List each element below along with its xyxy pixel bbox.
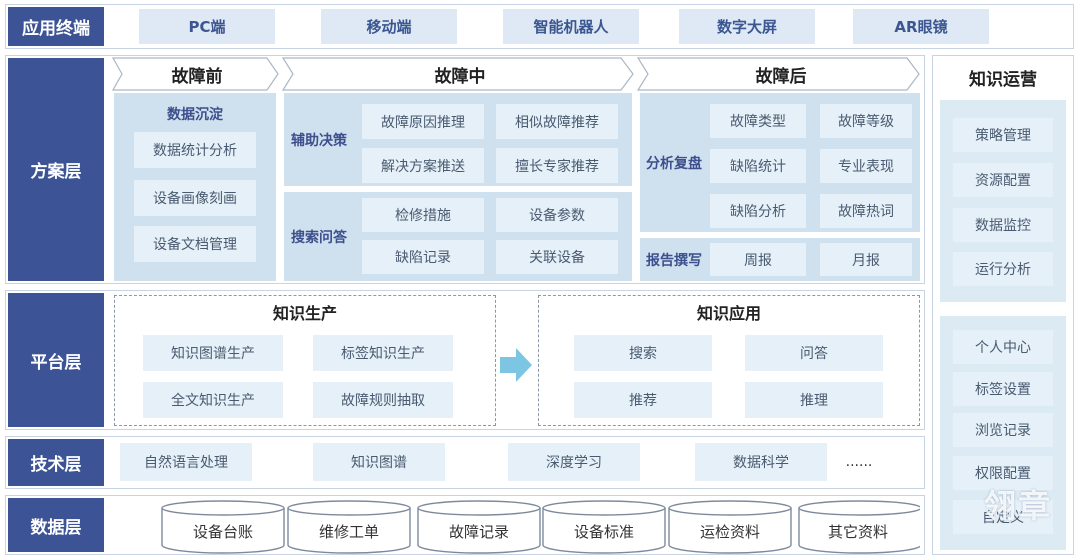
before-section-label: 数据沉淀 xyxy=(167,107,223,123)
production-item: 全文知识生产 xyxy=(143,382,283,418)
layer-label-data: 数据层 xyxy=(8,498,104,552)
operations-item: 自定义 xyxy=(953,500,1053,534)
phase-title-before: 故障前 xyxy=(171,66,223,87)
decision-item: 解决方案推送 xyxy=(362,148,484,183)
knowledge-production-title: 知识生产 xyxy=(272,304,337,323)
terminal-ar-glasses: AR眼镜 xyxy=(853,9,989,44)
application-item: 推荐 xyxy=(574,382,712,418)
operations-item: 运行分析 xyxy=(953,252,1053,286)
application-item: 问答 xyxy=(745,335,883,371)
production-item: 知识图谱生产 xyxy=(143,335,283,371)
layer-label-tech: 技术层 xyxy=(8,439,104,486)
knowledge-application-title: 知识应用 xyxy=(696,304,761,323)
operations-item: 策略管理 xyxy=(953,118,1053,152)
review-item: 故障等级 xyxy=(820,104,912,138)
operations-title: 知识运营 xyxy=(969,69,1037,90)
phase-arrow-before xyxy=(112,57,279,91)
data-item: 运检资料 xyxy=(699,522,760,541)
operations-item: 资源配置 xyxy=(953,163,1053,197)
report-label: 报告撰写 xyxy=(646,252,702,269)
phase-title-after: 故障后 xyxy=(755,66,807,87)
report-item: 周报 xyxy=(710,243,806,276)
application-item: 推理 xyxy=(745,382,883,418)
review-item: 故障热词 xyxy=(820,194,912,228)
before-item: 设备画像刻画 xyxy=(134,180,256,216)
review-label: 分析复盘 xyxy=(646,155,702,172)
layer-label-solution: 方案层 xyxy=(8,58,104,281)
before-item: 设备文档管理 xyxy=(134,226,256,262)
tech-item: 自然语言处理 xyxy=(120,443,252,481)
qa-item: 设备参数 xyxy=(496,198,618,232)
layer-label-platform: 平台层 xyxy=(8,293,104,427)
database-icon xyxy=(798,500,920,554)
before-item: 数据统计分析 xyxy=(134,132,256,168)
decision-label: 辅助决策 xyxy=(291,132,347,149)
review-item: 专业表现 xyxy=(820,149,912,183)
review-item: 故障类型 xyxy=(710,104,806,138)
decision-item: 擅长专家推荐 xyxy=(496,148,618,183)
database-icon xyxy=(287,500,411,554)
data-cylinders xyxy=(161,500,920,554)
qa-item: 关联设备 xyxy=(496,240,618,274)
phase-arrows xyxy=(112,57,920,91)
qa-item: 缺陷记录 xyxy=(362,240,484,274)
production-item: 故障规则抽取 xyxy=(313,382,453,418)
operations-item: 个人中心 xyxy=(953,330,1053,364)
operations-item: 权限配置 xyxy=(953,456,1053,490)
tech-item: 知识图谱 xyxy=(313,443,445,481)
operations-item: 浏览记录 xyxy=(953,413,1053,447)
terminal-big-screen: 数字大屏 xyxy=(679,9,815,44)
qa-label: 搜索问答 xyxy=(291,229,347,246)
decision-item: 相似故障推荐 xyxy=(496,104,618,139)
data-item: 维修工单 xyxy=(318,522,379,541)
data-item: 设备标准 xyxy=(573,522,634,541)
terminal-robot: 智能机器人 xyxy=(503,9,639,44)
data-item: 其它资料 xyxy=(827,522,888,541)
tech-item: 深度学习 xyxy=(508,443,640,481)
application-item: 搜索 xyxy=(574,335,712,371)
flow-arrow-icon xyxy=(500,348,532,382)
operations-item: 数据监控 xyxy=(953,208,1053,242)
watermark: 翎章 xyxy=(983,487,1052,525)
data-item: 故障记录 xyxy=(448,522,509,541)
phase-arrow-after xyxy=(636,57,920,91)
review-item: 缺陷统计 xyxy=(710,149,806,183)
qa-item: 检修措施 xyxy=(362,198,484,232)
production-item: 标签知识生产 xyxy=(313,335,453,371)
operations-item: 标签设置 xyxy=(953,372,1053,406)
phase-arrow-during xyxy=(281,57,634,91)
database-icon xyxy=(161,500,285,554)
tech-item: 数据科学 xyxy=(695,443,827,481)
review-item: 缺陷分析 xyxy=(710,194,806,228)
phase-title-during: 故障中 xyxy=(434,66,486,87)
layer-label-terminal: 应用终端 xyxy=(8,7,104,46)
database-icon xyxy=(417,500,541,554)
data-item: 设备台账 xyxy=(192,522,253,541)
terminal-pc: PC端 xyxy=(139,9,275,44)
decision-item: 故障原因推理 xyxy=(362,104,484,139)
report-item: 月报 xyxy=(820,243,912,276)
tech-ellipsis: ...... xyxy=(845,454,873,470)
database-icon xyxy=(668,500,792,554)
database-icon xyxy=(542,500,666,554)
terminal-mobile: 移动端 xyxy=(321,9,457,44)
